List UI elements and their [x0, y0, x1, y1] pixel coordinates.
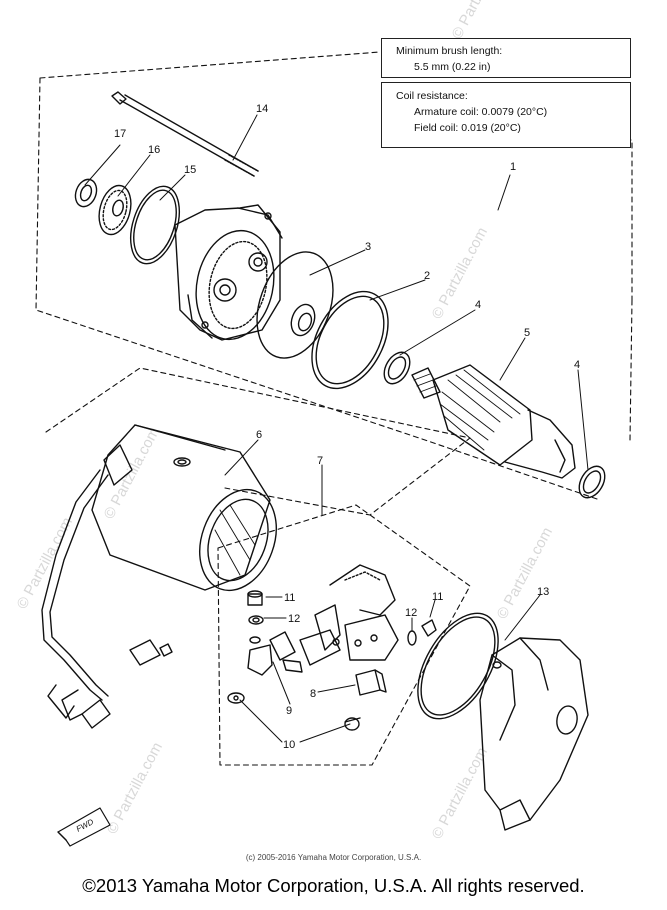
o-ring-large [311, 290, 389, 390]
assembly-frame-6 [45, 367, 471, 516]
thrust-washer-rear [578, 465, 606, 499]
thrust-washer-front [383, 351, 411, 385]
watermark-text: © Partzilla.com [449, 0, 511, 42]
field-coil-value: Field coil: 0.019 (20°C) [414, 122, 521, 134]
starter-yoke [41, 424, 277, 729]
callout-15: 15 [184, 164, 196, 176]
assembly-frame-7 [217, 504, 471, 766]
brush-springs [227, 692, 361, 731]
assembly-frame-1 [35, 51, 633, 501]
brush-length-value: 5.5 mm (0.22 in) [414, 61, 491, 73]
callout-10: 10 [283, 739, 295, 751]
callout-11-right: 11 [432, 591, 443, 603]
armature [411, 364, 576, 479]
gasket-plate [256, 251, 334, 359]
callout-16: 16 [148, 144, 160, 156]
callout-12-left: 12 [288, 613, 300, 625]
copyright-small: (c) 2005-2016 Yamaha Motor Corporation, … [245, 853, 422, 862]
front-cover [174, 204, 283, 341]
callout-7: 7 [317, 455, 323, 467]
copyright-notice: ©2013 Yamaha Motor Corporation, U.S.A. A… [82, 875, 585, 896]
callout-5: 5 [524, 327, 530, 339]
watermark-text: © Partzilla.com [104, 740, 166, 837]
callout-2: 2 [424, 270, 430, 282]
brush-holder [269, 564, 399, 673]
callout-numbers: 14 17 16 15 1 3 2 4 5 4 6 7 11 12 12 11 … [114, 103, 580, 751]
rear-o-ring [417, 612, 499, 720]
callout-4-front: 4 [475, 299, 481, 311]
through-bolt [111, 91, 259, 177]
watermark-text: © Partzilla.com [429, 745, 491, 842]
washer [74, 178, 98, 208]
leader-lines [84, 114, 589, 743]
coil-resistance-spec: Coil resistance: Armature coil: 0.0079 (… [381, 82, 631, 148]
callout-4-rear: 4 [574, 359, 580, 371]
callout-1: 1 [510, 161, 516, 173]
terminal-bracket [247, 644, 273, 676]
callout-11-left: 11 [284, 592, 295, 604]
callout-13: 13 [537, 586, 549, 598]
callout-8: 8 [310, 688, 316, 700]
callout-3: 3 [365, 241, 371, 253]
callout-17: 17 [114, 128, 126, 140]
carbon-brush [355, 669, 387, 696]
armature-coil-value: Armature coil: 0.0079 (20°C) [414, 106, 548, 118]
brush-length-title: Minimum brush length: [396, 45, 503, 57]
rear-cover [479, 637, 589, 831]
pinion-gear [98, 184, 132, 236]
brush-length-spec: Minimum brush length: 5.5 mm (0.22 in) [381, 38, 631, 78]
watermark-text: © Partzilla.com [429, 225, 491, 322]
watermark-text: © Partzilla.com [494, 525, 556, 622]
forward-arrow: FWD [57, 807, 111, 847]
screws-and-washers [247, 590, 437, 646]
coil-resistance-title: Coil resistance: [396, 90, 468, 102]
callout-12-right: 12 [405, 607, 417, 619]
callout-6: 6 [256, 429, 262, 441]
forward-label: FWD [75, 817, 96, 834]
callout-14: 14 [256, 103, 268, 115]
callout-9: 9 [286, 705, 292, 717]
o-ring [129, 185, 181, 265]
